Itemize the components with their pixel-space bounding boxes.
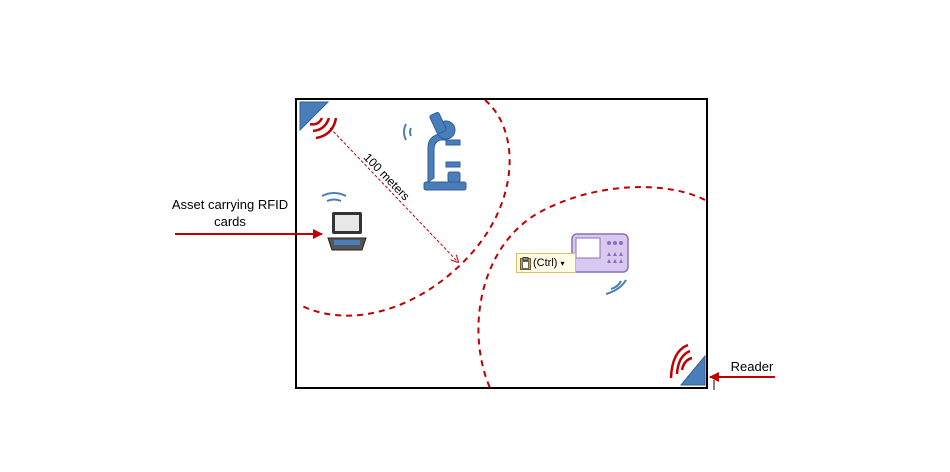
reader-icon <box>299 101 330 132</box>
signal-waves-icon <box>321 192 347 202</box>
distance-arrow <box>329 127 458 262</box>
reader-top-left <box>299 101 338 140</box>
microscope-icon <box>423 111 467 191</box>
dropdown-arrow-icon: ▾ <box>560 258 565 268</box>
asset-label: Asset carrying RFID cards <box>160 196 300 230</box>
paste-options-button[interactable]: (Ctrl) ▾ <box>516 253 576 273</box>
reader-bottom-right <box>669 343 715 390</box>
laptop-icon <box>327 212 367 251</box>
signal-waves-icon <box>403 123 412 141</box>
reader-label: Reader <box>730 359 774 374</box>
coverage-zone-bottom-right <box>477 186 706 389</box>
asset-label-line-2: cards <box>214 214 246 229</box>
signal-waves-icon <box>309 117 324 126</box>
coverage-zone-top-left <box>299 99 511 317</box>
device-icon <box>571 233 629 273</box>
paste-options-label: (Ctrl) <box>533 257 558 269</box>
signal-waves-icon <box>680 356 693 371</box>
asset-label-line-1: Asset carrying RFID <box>171 197 289 212</box>
reader-icon <box>679 354 706 386</box>
signal-waves-icon <box>605 279 627 295</box>
distance-label: 100 meters <box>361 150 413 203</box>
room-boundary <box>295 98 708 389</box>
clipboard-icon <box>520 256 531 270</box>
